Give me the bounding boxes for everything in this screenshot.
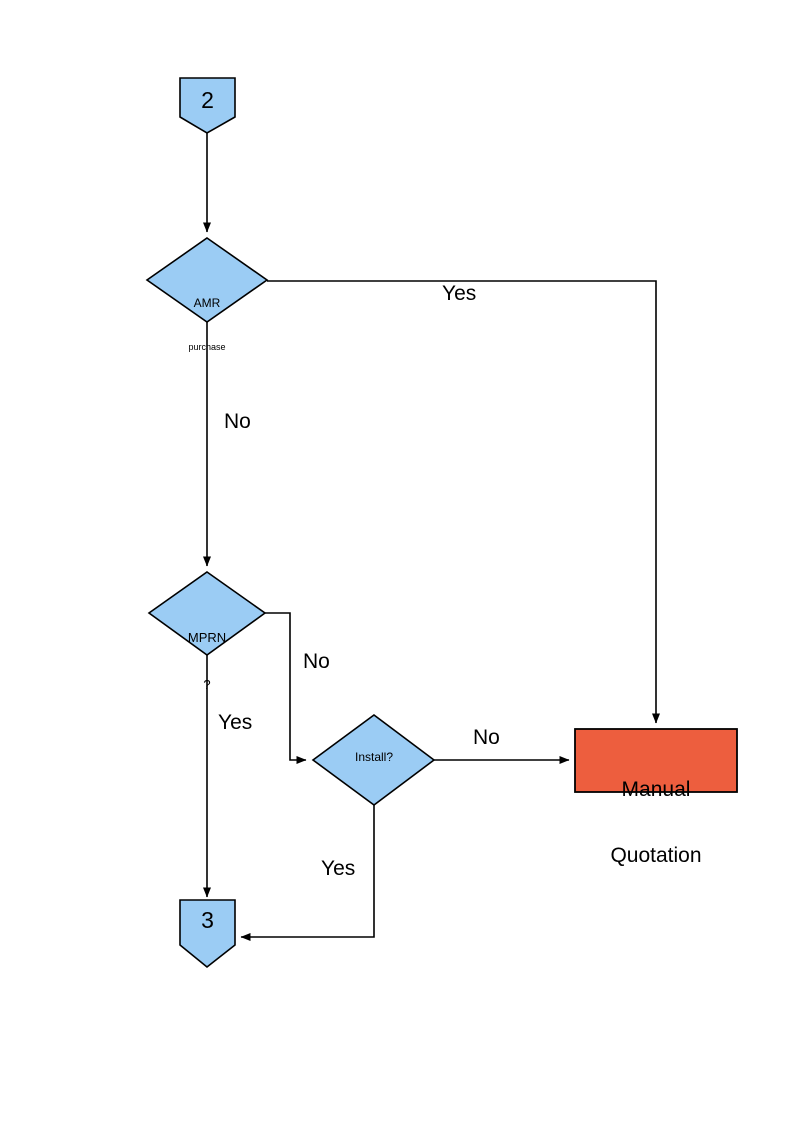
edge-label-install-yes: Yes: [321, 857, 356, 880]
node-manual-quotation[interactable]: [574, 728, 738, 793]
edge-label-amr-yes: Yes: [442, 282, 477, 305]
edge-install-connector3-yes: [240, 805, 375, 941]
edge-mprn-install-no: [265, 612, 307, 764]
node-connector-3[interactable]: [179, 899, 236, 969]
node-amr-purchase[interactable]: [145, 237, 269, 323]
node-mprn[interactable]: [147, 571, 267, 656]
edge-amr-manual-yes: [267, 280, 660, 724]
node-connector-2[interactable]: [179, 77, 236, 134]
edge-label-install-no: No: [473, 726, 500, 749]
node-install[interactable]: [311, 714, 436, 806]
edge-label-amr-no: No: [224, 410, 251, 433]
edge-label-mprn-no: No: [303, 650, 330, 673]
edge-label-mprn-yes: Yes: [218, 711, 253, 734]
